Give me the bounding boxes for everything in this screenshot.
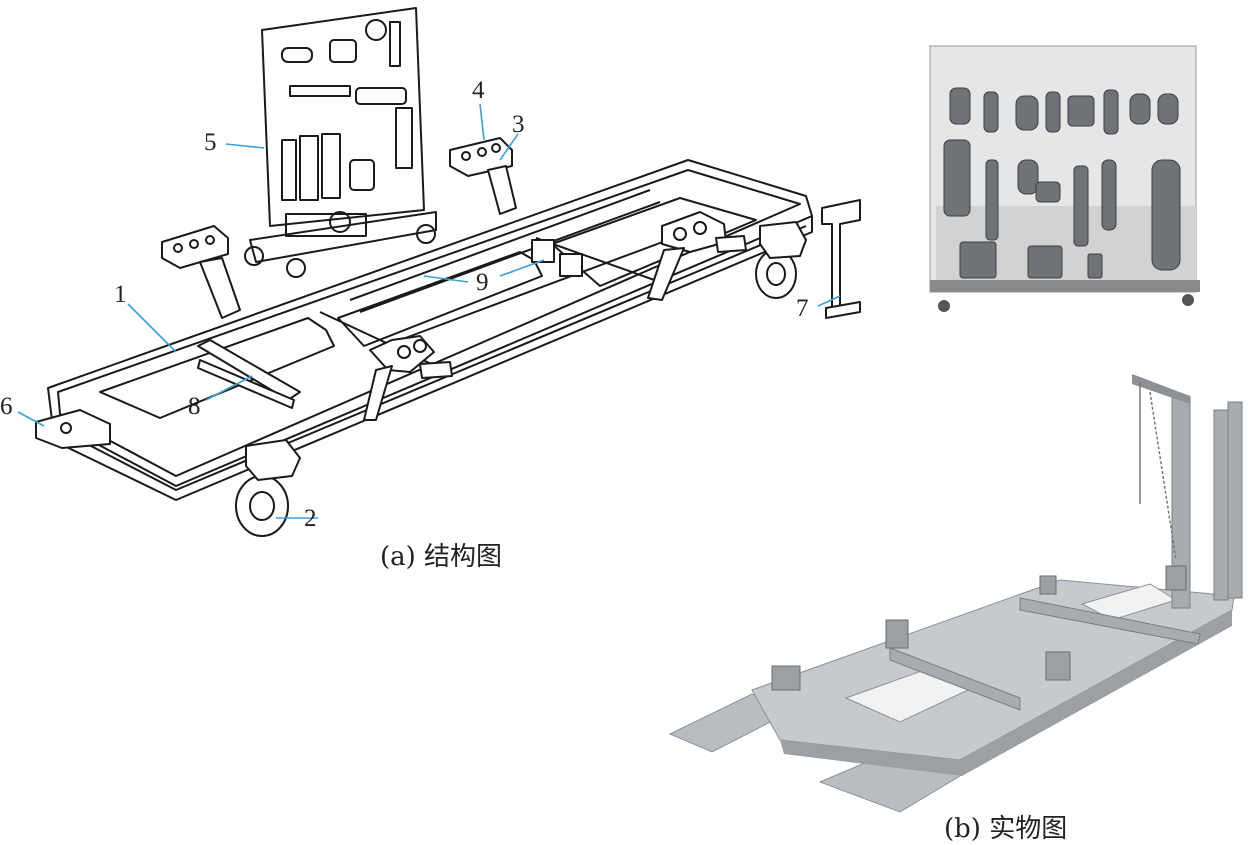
tow-bar bbox=[35, 409, 111, 449]
anchor-stand-rear bbox=[449, 137, 517, 215]
photo-tool-board bbox=[929, 45, 1200, 312]
anchor-stand-left bbox=[161, 225, 241, 319]
sliding-rails bbox=[349, 189, 701, 341]
frame-bench bbox=[47, 159, 813, 501]
callout-1: 1 bbox=[114, 281, 127, 308]
callout-5: 5 bbox=[204, 129, 217, 156]
callout-8: 8 bbox=[188, 393, 201, 420]
caption-photo: (b) 实物图 bbox=[944, 814, 1068, 844]
cross-bar bbox=[197, 339, 301, 409]
caption-structure: (a) 结构图 bbox=[380, 542, 503, 572]
callout-9: 9 bbox=[476, 269, 489, 296]
photo-bench bbox=[668, 374, 1243, 813]
callout-7: 7 bbox=[796, 295, 809, 322]
callout-3: 3 bbox=[512, 111, 525, 138]
callout-labels: 1 2 3 4 5 6 7 8 9 bbox=[0, 77, 809, 532]
clamp-stands bbox=[363, 211, 747, 421]
caster-wheels bbox=[235, 221, 807, 537]
upright-post bbox=[821, 199, 861, 319]
tool-board bbox=[244, 7, 437, 278]
callout-2: 2 bbox=[304, 505, 317, 532]
callout-6: 6 bbox=[0, 393, 13, 420]
callout-4: 4 bbox=[472, 77, 485, 104]
structure-drawing bbox=[35, 7, 861, 537]
leader-lines bbox=[17, 103, 841, 519]
